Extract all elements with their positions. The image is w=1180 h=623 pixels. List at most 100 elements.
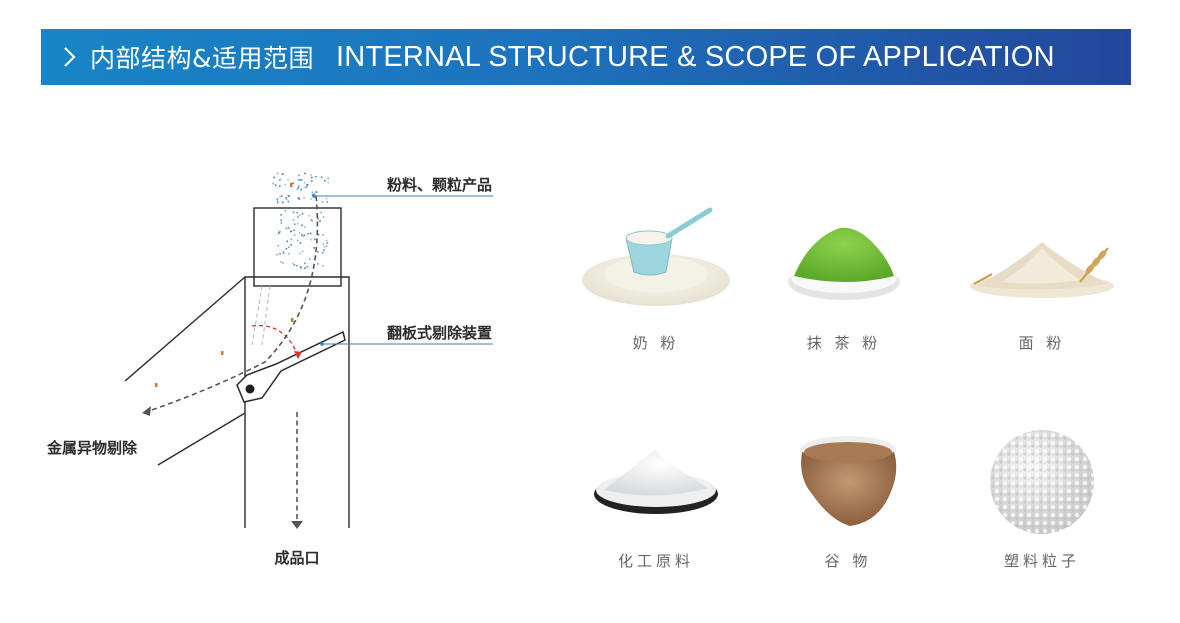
product-particle — [293, 211, 295, 214]
product-particle — [301, 224, 303, 227]
header-title-cn: 内部结构&适用范围 — [90, 44, 314, 73]
product-particle — [280, 214, 282, 216]
product-particle — [323, 245, 326, 248]
product-particle — [311, 219, 313, 222]
product-particle — [276, 198, 279, 200]
flap-pivot — [245, 384, 255, 394]
product-particle — [325, 239, 328, 242]
leader-dot-product — [312, 194, 316, 198]
product-particle — [295, 264, 298, 267]
product-particle — [292, 219, 295, 221]
product-particle — [298, 198, 301, 200]
product-particle — [301, 250, 304, 253]
product-particle — [307, 232, 309, 235]
application-item-grain: 谷 物 — [768, 416, 928, 571]
outlet-arrowhead — [291, 521, 303, 529]
application-item-plastic-pellets: 塑料粒子 — [962, 416, 1122, 571]
product-particle — [309, 232, 312, 235]
product-particle — [300, 234, 303, 236]
product-particle — [276, 253, 278, 256]
product-particle — [304, 172, 306, 175]
product-particle — [315, 176, 317, 178]
product-particle — [315, 191, 317, 193]
product-particle — [278, 179, 281, 181]
product-particle — [285, 198, 288, 201]
product-particle — [290, 244, 292, 246]
product-particle — [282, 262, 284, 264]
product-particle — [290, 238, 293, 240]
product-particle — [321, 201, 324, 203]
application-item-matcha-powder: 抹 茶 粉 — [764, 198, 924, 353]
leader-dot-flap — [320, 342, 324, 346]
product-particle — [300, 267, 302, 269]
product-particle — [280, 261, 282, 263]
reject-arrowhead — [142, 406, 151, 416]
product-particle — [324, 179, 326, 182]
product-particle — [306, 185, 308, 187]
product-particle — [299, 266, 302, 268]
product-particle — [311, 180, 313, 182]
milk-powder-icon — [582, 207, 730, 306]
product-particle — [278, 231, 281, 233]
product-particle — [310, 198, 312, 200]
product-particle — [299, 179, 301, 181]
product-particle — [298, 174, 300, 177]
leader-lines — [314, 195, 493, 345]
flour-icon — [970, 242, 1114, 298]
product-particle — [309, 258, 311, 260]
internal-structure-diagram: 粉料、颗粒产品 翻板式剔除装置 金属异物剔除 成品口 — [46, 172, 493, 567]
product-particle — [299, 252, 302, 255]
product-particle — [322, 243, 325, 245]
application-label: 化工原料 — [617, 552, 694, 570]
product-particle — [306, 186, 308, 188]
product-particle — [293, 223, 296, 225]
product-particle — [298, 214, 301, 216]
rejection-swing-arc — [251, 324, 299, 357]
product-particle — [279, 195, 281, 198]
product-particle — [277, 232, 280, 235]
product-particle — [282, 251, 285, 253]
flap-rejection-device — [236, 330, 346, 403]
product-particle — [297, 186, 299, 189]
product-particle — [298, 185, 300, 187]
product-particle — [317, 251, 319, 253]
metal-contaminant-particles — [155, 183, 294, 387]
application-label: 奶 粉 — [632, 334, 680, 352]
product-particle — [304, 262, 306, 265]
plastic-pellets-icon — [990, 430, 1094, 534]
product-particle — [306, 266, 309, 268]
product-particle — [320, 211, 322, 214]
product-particle — [276, 199, 279, 202]
product-particle — [310, 174, 312, 176]
product-particle — [285, 227, 288, 230]
product-particle — [273, 176, 275, 179]
product-particle — [327, 181, 329, 184]
product-particle — [303, 196, 305, 199]
product-particle — [311, 191, 314, 193]
product-particle — [280, 222, 283, 224]
product-particle — [317, 233, 320, 236]
product-particle — [316, 263, 319, 265]
product-particle — [285, 196, 287, 199]
product-particle — [304, 186, 307, 189]
product-particle — [287, 195, 290, 197]
header-title-en: INTERNAL STRUCTURE & SCOPE OF APPLICATIO… — [336, 40, 1055, 73]
product-particle — [326, 242, 329, 244]
product-particle — [299, 242, 302, 244]
product-particle — [310, 238, 312, 241]
product-particle — [288, 246, 290, 248]
product-particle — [327, 177, 329, 180]
product-particle — [303, 181, 306, 184]
product-particle — [280, 195, 283, 197]
application-label: 面 粉 — [1018, 334, 1066, 352]
product-particle — [297, 222, 299, 225]
product-particle — [287, 200, 290, 203]
product-particle — [292, 182, 294, 185]
grain-icon — [800, 436, 897, 526]
product-particle — [296, 239, 299, 242]
label-metal-reject: 金属异物剔除 — [46, 439, 138, 457]
product-particle — [310, 218, 312, 221]
product-particle — [297, 197, 300, 199]
application-label: 谷 物 — [824, 552, 872, 570]
product-particle — [272, 182, 274, 185]
